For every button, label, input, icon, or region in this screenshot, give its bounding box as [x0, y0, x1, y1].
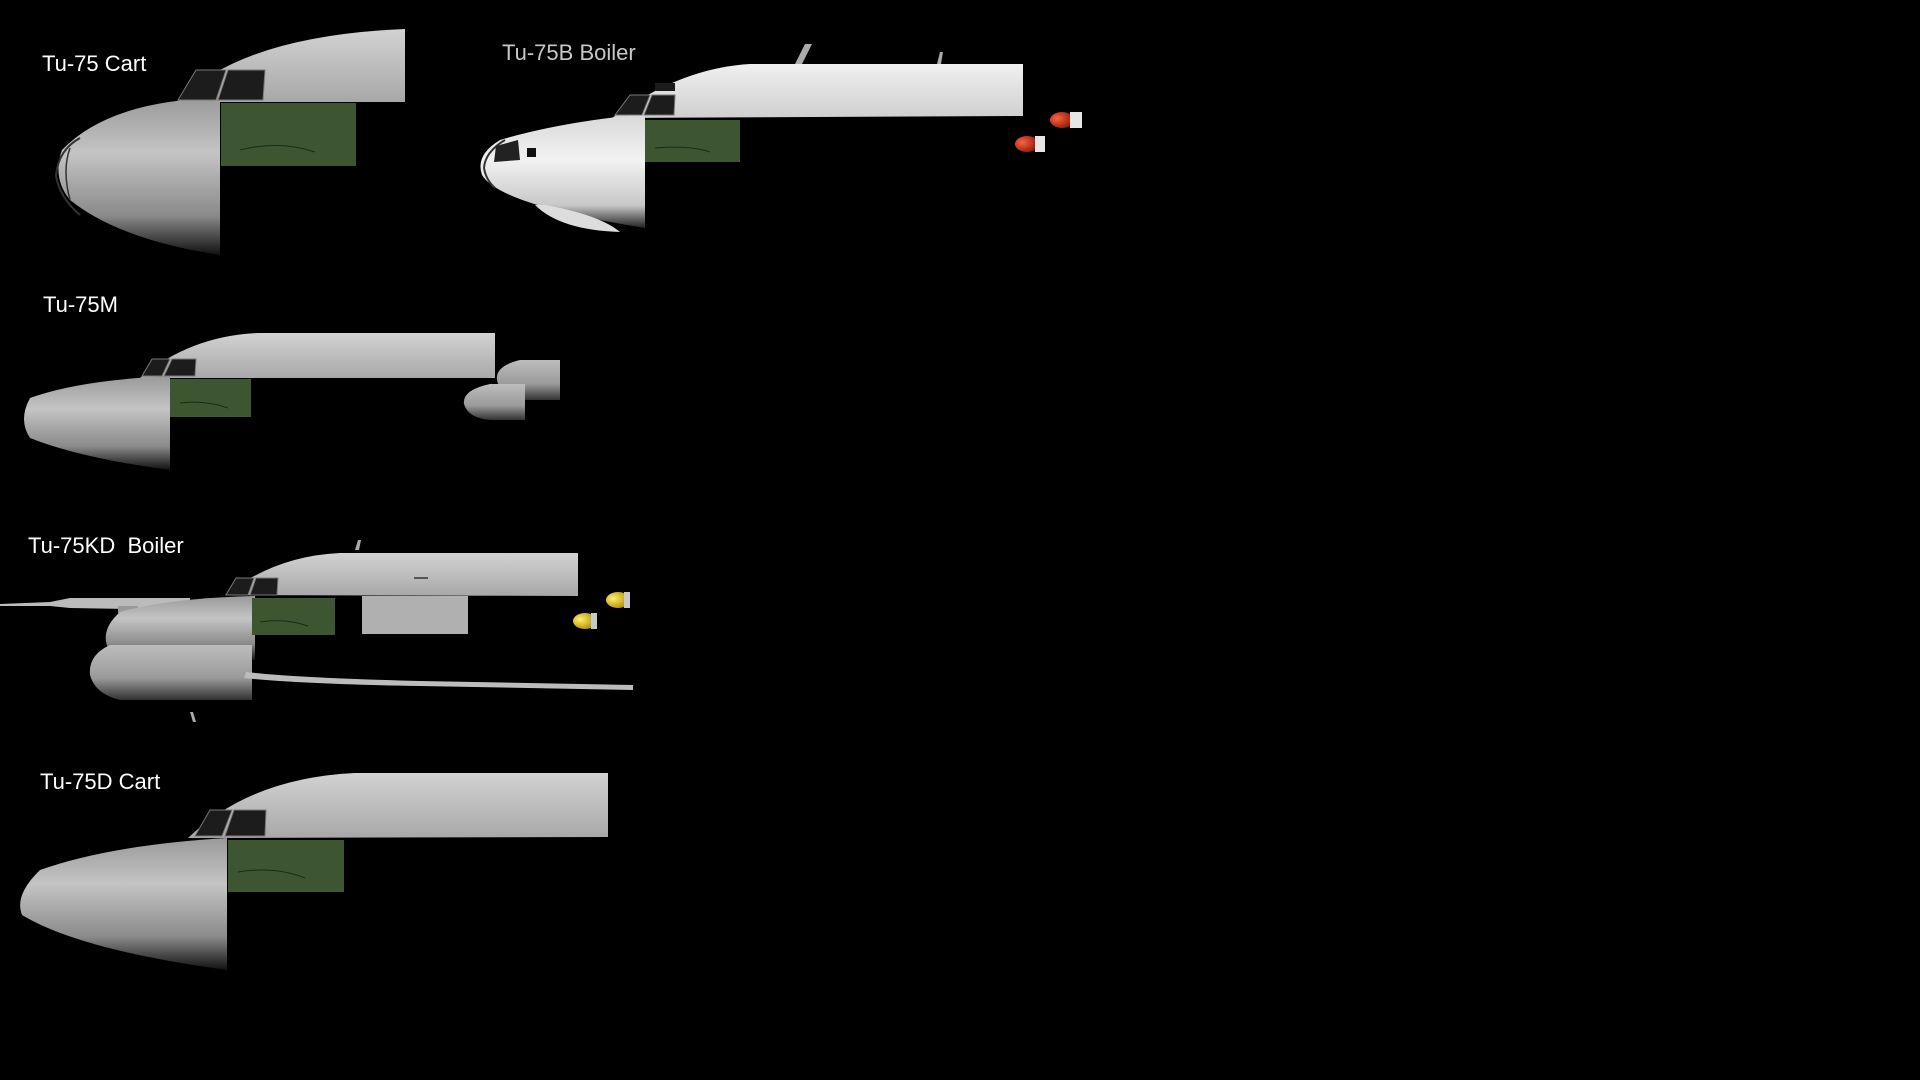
wingtip-pod-red	[1015, 136, 1045, 152]
wingtip-pod-red	[1050, 112, 1082, 128]
model-tu75m	[24, 333, 560, 470]
green-panel	[221, 103, 356, 166]
model-tu75b-boiler	[480, 44, 1082, 232]
nose-cone	[20, 838, 228, 970]
cockpit-window-icon	[249, 577, 279, 596]
fuselage-top	[188, 773, 608, 838]
side-hatch	[414, 577, 428, 579]
cockpit-window-icon	[163, 358, 197, 377]
fuselage-top	[140, 333, 495, 378]
model-tu75d-cart	[20, 773, 608, 970]
nose-cone	[58, 98, 220, 255]
ventral-pod	[89, 645, 252, 700]
panel-line	[239, 144, 316, 153]
antenna-icon	[795, 44, 812, 64]
glazed-nose-icon	[65, 147, 71, 201]
cockpit-window-icon	[141, 358, 171, 377]
cockpit-window-icon	[217, 69, 266, 101]
cockpit-window-icon	[225, 577, 255, 596]
model-tu75-cart	[54, 29, 405, 255]
cockpit-window-icon	[655, 83, 675, 91]
panel-line	[654, 146, 711, 153]
green-panel	[252, 598, 335, 635]
glazed-nose-icon	[494, 140, 520, 162]
label-tu75m: Tu-75M	[43, 292, 118, 317]
cargo-door	[362, 596, 468, 634]
panel-line	[179, 401, 229, 409]
label-tu75d-cart: Tu-75D Cart	[40, 769, 160, 794]
nose-cone	[24, 376, 170, 470]
label-tu75b-boiler: Tu-75B Boiler	[502, 40, 636, 65]
nose-cone	[480, 114, 645, 228]
engine-pod	[463, 384, 525, 420]
label-tu75kd-boiler: Tu-75KD Boiler	[28, 533, 184, 558]
antenna-icon	[355, 540, 361, 550]
cockpit-window-icon	[643, 94, 676, 116]
green-panel	[228, 840, 344, 892]
model-tu75kd-boiler	[0, 540, 633, 722]
antenna-icon	[937, 52, 943, 64]
cockpit-window-icon	[194, 809, 233, 837]
fuselage-top	[225, 553, 578, 596]
green-panel	[170, 379, 251, 417]
panel-line	[259, 620, 309, 627]
green-panel	[645, 120, 740, 162]
refuel-hose	[244, 672, 633, 690]
side-window-icon	[527, 148, 536, 157]
wingtip-pod-yellow	[573, 613, 597, 629]
cockpit-window-icon	[177, 69, 227, 101]
panel-line	[237, 869, 306, 879]
label-tu75-cart: Tu-75 Cart	[42, 51, 146, 76]
wingtip-pod-yellow	[606, 592, 630, 608]
cockpit-window-icon	[614, 94, 651, 116]
antenna-icon	[190, 712, 196, 722]
glazed-nose-icon	[482, 139, 506, 189]
glazed-nose-icon	[54, 137, 81, 216]
nose-cone	[105, 596, 255, 660]
cockpit-window-icon	[224, 809, 267, 837]
fuselage-top	[612, 64, 1023, 118]
chin-fairing	[535, 205, 620, 232]
